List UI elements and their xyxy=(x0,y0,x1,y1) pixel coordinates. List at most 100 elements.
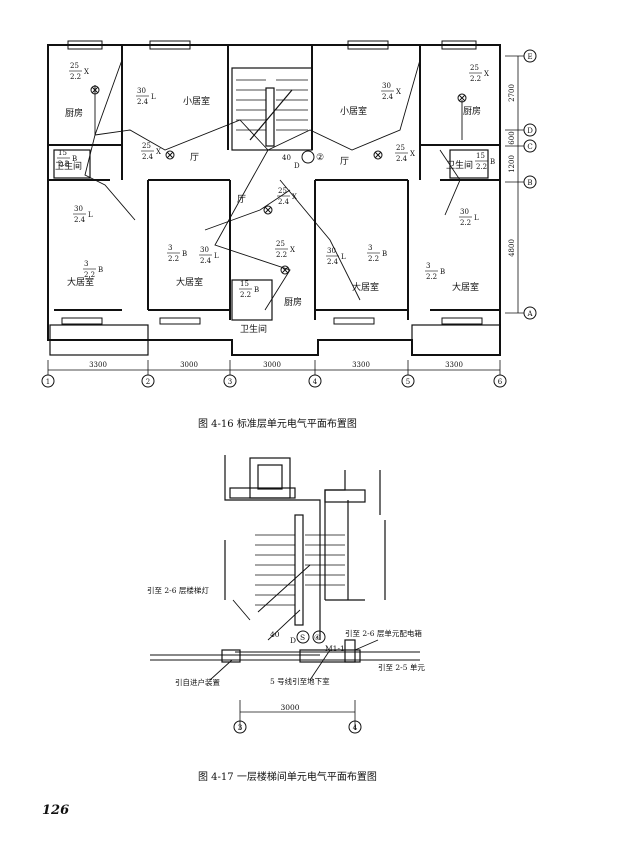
fraction-den: 2.2 xyxy=(368,255,379,263)
dimension-label: 3300 xyxy=(89,361,107,369)
room-label: 厨房 xyxy=(65,107,83,119)
fraction-num: 25 xyxy=(142,142,151,150)
fraction-num: 3 xyxy=(84,260,88,268)
grid-axis-label: 4 xyxy=(353,723,358,732)
fraction-suffix: L xyxy=(151,93,156,101)
fraction-num: 30 xyxy=(382,82,391,90)
label-basement: 5 号线引至地下室 xyxy=(270,676,330,686)
label-unit: 引至 2-5 单元 xyxy=(378,662,425,672)
dimension-label: 600 xyxy=(508,131,516,144)
grid-axis-label: 5 xyxy=(406,378,410,386)
room-label: 大居室 xyxy=(67,276,94,288)
dimension-label: 1200 xyxy=(508,155,516,173)
room-label: 卫生间 xyxy=(240,323,267,335)
fraction-num: 3 xyxy=(426,262,430,270)
fraction-num: 25 xyxy=(276,240,285,248)
fraction-suffix: B xyxy=(440,268,445,276)
fraction-num: 15 xyxy=(476,152,485,160)
fraction-suffix: X xyxy=(290,246,295,254)
circuit-annotations: 25 2.2 X 30 2.4 L 30 2.4 X 25 2.2 X 25 2… xyxy=(57,62,495,299)
fraction-suffix: L xyxy=(214,252,219,260)
figure-caption-4-16: 图 4-16 标准层单元电气平面布置图 xyxy=(198,419,357,430)
room-label: 小居室 xyxy=(183,95,210,107)
fraction-den: 2.2 xyxy=(470,75,481,83)
fraction-den: 2.2 xyxy=(460,219,471,227)
page-number: 126 xyxy=(42,803,70,818)
fraction-den: 2.4 xyxy=(142,153,154,161)
room-label: 厨房 xyxy=(284,296,302,308)
fraction-den: 2.4 xyxy=(327,258,339,266)
room-label: 厅 xyxy=(190,152,199,163)
room-label: 大居室 xyxy=(452,281,479,293)
fraction-suffix: B xyxy=(182,250,187,258)
fraction-den: 2.4 xyxy=(382,93,394,101)
fraction-suffix: B xyxy=(490,158,495,166)
fraction-num: 30 xyxy=(74,205,83,213)
dimension-label: 3300 xyxy=(352,361,370,369)
dimension-label: 3000 xyxy=(180,361,198,369)
grid-axis-label: D xyxy=(527,127,533,135)
fraction-den: 2.2 xyxy=(58,160,69,168)
fraction-suffix: X xyxy=(292,193,297,201)
fraction-suffix: B xyxy=(98,266,103,274)
fraction-den: 2.2 xyxy=(476,163,487,171)
fraction-den: 2.4 xyxy=(74,216,86,224)
grid-axis-label: E xyxy=(527,53,532,61)
dimension-label: 4800 xyxy=(508,239,516,257)
fraction-num: 25 xyxy=(470,64,479,72)
label-s: S xyxy=(300,633,305,642)
fraction-num: 3 xyxy=(368,244,372,252)
grid-axis-label: B xyxy=(527,179,532,187)
fraction-suffix: X xyxy=(484,70,489,78)
fraction-num: 25 xyxy=(278,187,287,195)
fraction-num: 3 xyxy=(168,244,172,252)
label-entry: 引自进户装置 xyxy=(175,677,220,687)
fraction-den: 2.4 xyxy=(278,198,290,206)
fraction-suffix: B xyxy=(72,155,77,163)
fraction-den: 2.2 xyxy=(168,255,179,263)
fraction-den: 2.4 xyxy=(200,257,212,265)
fraction-num: 30 xyxy=(200,246,209,254)
grid-axis-label: 2 xyxy=(146,378,150,386)
label-40: 40 xyxy=(270,630,280,639)
fraction-num: 40 xyxy=(282,154,291,162)
grid-axis-label: 3 xyxy=(228,378,232,386)
fraction-suffix: B xyxy=(254,286,259,294)
fraction-den: 2.2 xyxy=(426,273,437,281)
grid-axis-label: C xyxy=(527,143,532,151)
label-stair-light: 引至 2-6 层楼梯灯 xyxy=(147,585,209,595)
room-label: 大居室 xyxy=(176,276,203,288)
dimension-label: 2700 xyxy=(508,84,516,102)
grid-axis-label: 1 xyxy=(46,378,50,386)
fraction-den: 2.2 xyxy=(240,291,251,299)
fraction-den: 2.2 xyxy=(84,271,95,279)
room-label: 卫生间 xyxy=(446,159,473,171)
fraction-num: 15 xyxy=(240,280,249,288)
fraction-den: 2.4 xyxy=(137,98,149,106)
dimension-label: 3000 xyxy=(263,361,281,369)
grid-axis-label: 4 xyxy=(313,378,318,386)
room-label: 厅 xyxy=(340,156,349,167)
fraction-suffix: L xyxy=(88,211,93,219)
fraction-num: 15 xyxy=(58,149,67,157)
fraction-num: 25 xyxy=(396,144,405,152)
fraction-suffix: X xyxy=(84,68,89,76)
label-d: D xyxy=(290,636,296,645)
room-label: 厅 xyxy=(237,194,246,205)
figure-caption-4-17: 图 4-17 一层楼梯间单元电气平面布置图 xyxy=(198,772,377,783)
fraction-suffix: X xyxy=(396,88,401,96)
grid-axis-label: 3 xyxy=(238,723,243,732)
room-label: 小居室 xyxy=(340,105,367,117)
fraction-suffix: D xyxy=(294,162,300,170)
fraction-suffix: B xyxy=(382,250,387,258)
panel-label: ② xyxy=(316,153,324,163)
dimension-label: 3300 xyxy=(445,361,463,369)
fraction-den: 2.2 xyxy=(70,73,81,81)
label-m1: M1-1 xyxy=(325,644,345,653)
room-label: 大居室 xyxy=(352,281,379,293)
grid-axis-label: A xyxy=(526,310,533,318)
fraction-suffix: L xyxy=(474,214,479,222)
dimension-label: 3000 xyxy=(280,703,299,712)
fraction-suffix: L xyxy=(341,253,346,261)
